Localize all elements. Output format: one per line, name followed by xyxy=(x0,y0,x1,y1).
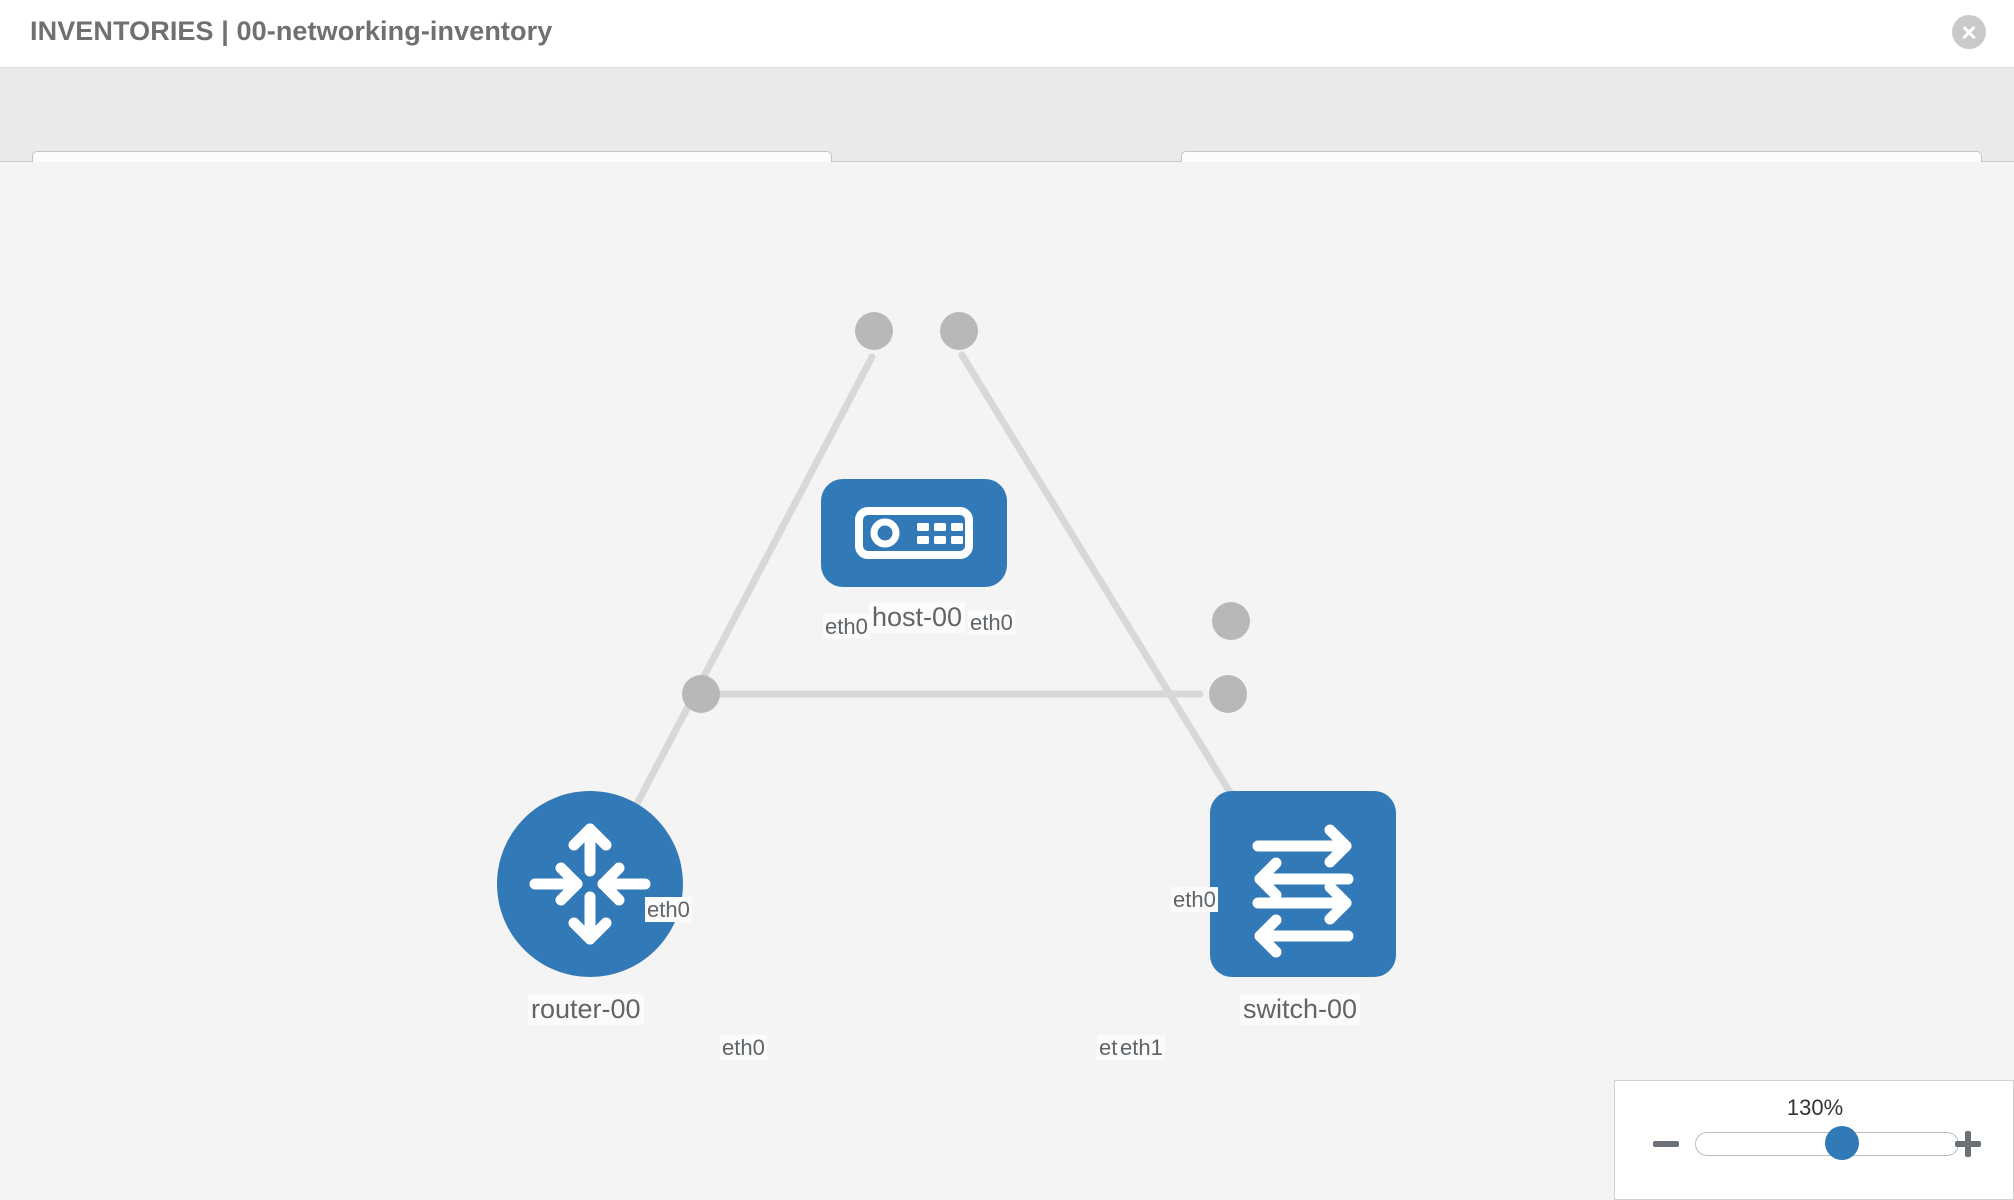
topology-node-host-00[interactable] xyxy=(821,479,1007,587)
zoom-control-panel: 130% xyxy=(1614,1080,2014,1200)
router-arrows-icon xyxy=(529,823,651,945)
switch-arrows-icon xyxy=(1252,824,1354,958)
edge-interface-label: eth0 xyxy=(720,1035,767,1061)
toolbar: ACTIONS SEARCH xyxy=(0,68,2014,201)
link-host00-router00 xyxy=(596,353,876,878)
topology-node-switch-00[interactable] xyxy=(1210,791,1396,977)
page-header: INVENTORIES | 00-networking-inventory xyxy=(0,0,2014,68)
connector-nub xyxy=(1212,602,1250,640)
topology-node-label-router-00: router-00 xyxy=(528,994,644,1025)
topology-node-router-00[interactable] xyxy=(497,791,683,977)
close-icon[interactable] xyxy=(1952,15,1986,49)
topology-node-label-host-00: host-00 xyxy=(869,602,966,633)
edge-interface-label: eth1 xyxy=(1118,1035,1165,1061)
server-icon xyxy=(855,507,973,559)
edge-interface-label: eth0 xyxy=(1171,887,1218,913)
connector-nub xyxy=(940,312,978,350)
zoom-slider-thumb[interactable] xyxy=(1825,1126,1859,1160)
zoom-out-button[interactable] xyxy=(1651,1129,1681,1159)
edge-interface-label: eth0 xyxy=(645,897,692,923)
zoom-level-value: 130% xyxy=(1786,1095,1844,1120)
connector-nub xyxy=(682,675,720,713)
connector-nub xyxy=(855,312,893,350)
topology-graph: host-00 router-00 xyxy=(0,162,2014,1200)
topology-links xyxy=(596,351,1284,878)
topology-node-label-switch-00: switch-00 xyxy=(1240,994,1361,1025)
page-title: INVENTORIES | 00-networking-inventory xyxy=(30,16,553,46)
edge-interface-label: eth0 xyxy=(968,610,1015,636)
edge-interface-label: eth0 xyxy=(823,614,870,640)
link-host00-switch00 xyxy=(958,351,1284,878)
zoom-in-button[interactable] xyxy=(1953,1129,1983,1159)
connector-nub xyxy=(1209,675,1247,713)
topology-canvas[interactable]: host-00 router-00 xyxy=(0,162,2014,1200)
